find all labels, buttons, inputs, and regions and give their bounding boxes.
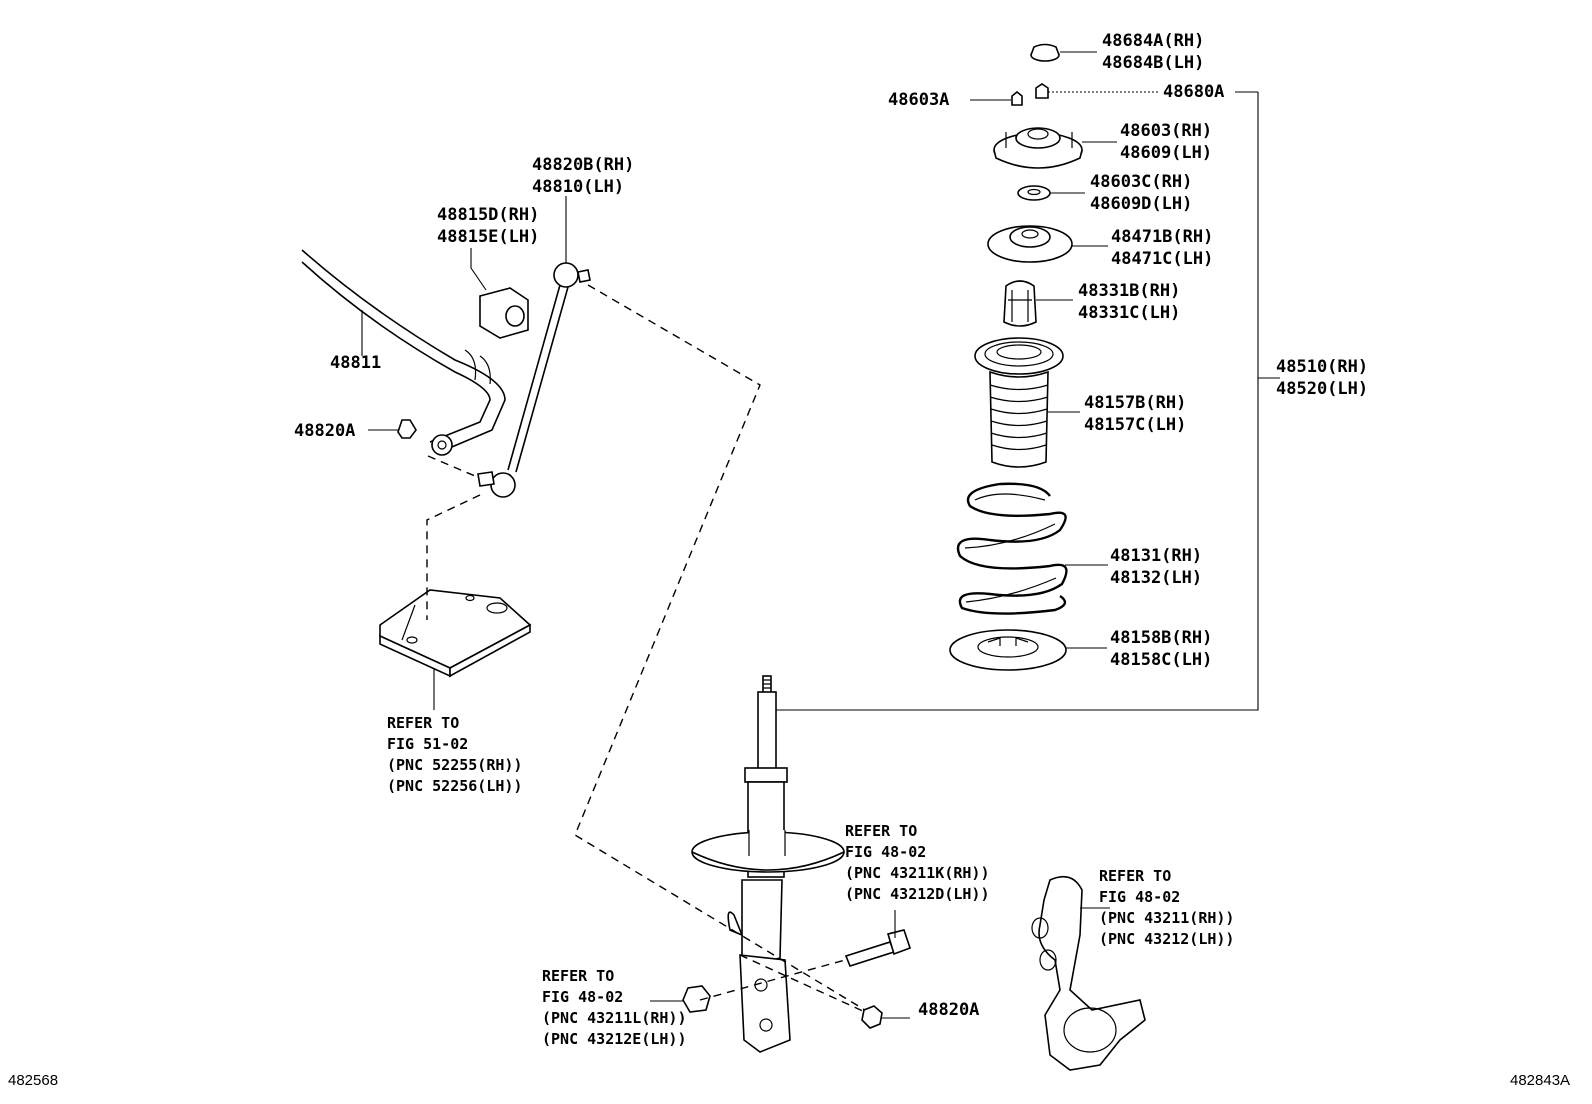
part-label-p48684-1: 48684B(LH)	[1102, 53, 1204, 73]
steering-knuckle	[1031, 875, 1146, 1071]
reference-note-ref4802b-2: (PNC 43211(RH))	[1099, 909, 1234, 927]
part-label-p48680a-0: 48680A	[1163, 82, 1224, 102]
part-label-p48820b-0: 48820B(RH)	[532, 155, 634, 175]
stabilizer-bar-48811	[301, 249, 506, 453]
part-label-p48603-1: 48609(LH)	[1120, 143, 1212, 163]
part-label-p48131-1: 48132(LH)	[1110, 568, 1202, 588]
part-label-p48331-1: 48331C(LH)	[1078, 303, 1180, 323]
part-label-p48820b-1: 48810(LH)	[532, 177, 624, 197]
part-label-p48158-1: 48158C(LH)	[1110, 650, 1212, 670]
part-label-p48820a_l-0: 48820A	[294, 421, 355, 441]
crossmember-bracket	[379, 589, 532, 678]
part-label-p48510-0: 48510(RH)	[1276, 357, 1368, 377]
part-label-p48811-0: 48811	[330, 353, 381, 373]
part-label-p48157-0: 48157B(RH)	[1084, 393, 1186, 413]
nut-48603a	[1011, 90, 1023, 106]
part-label-p48331-0: 48331B(RH)	[1078, 281, 1180, 301]
part-label-p48603-0: 48603(RH)	[1120, 121, 1212, 141]
nut-48820a-left	[397, 419, 417, 439]
diagram-code-right: 482843A	[1510, 1072, 1570, 1089]
coil-spring-48131	[956, 482, 1068, 615]
reference-note-ref4802c-2: (PNC 43211L(RH))	[542, 1009, 687, 1027]
part-label-p48684-0: 48684A(RH)	[1102, 31, 1204, 51]
shock-absorber-48510	[691, 675, 845, 1053]
diagram-code-left: 482568	[8, 1072, 58, 1089]
part-label-p48471-0: 48471B(RH)	[1111, 227, 1213, 247]
reference-note-ref4802a-2: (PNC 43211K(RH))	[845, 864, 990, 882]
reference-note-ref4802a-0: REFER TO	[845, 822, 917, 840]
lower-insulator-48158	[949, 629, 1067, 671]
part-label-p48603c-1: 48609D(LH)	[1090, 194, 1192, 214]
stabilizer-link-48820b	[477, 262, 591, 498]
reference-note-ref5102-0: REFER TO	[387, 714, 459, 732]
bumper-48331	[1003, 280, 1037, 327]
part-label-p48471-1: 48471C(LH)	[1111, 249, 1213, 269]
part-label-p48158-0: 48158B(RH)	[1110, 628, 1212, 648]
reference-note-ref4802c-0: REFER TO	[542, 967, 614, 985]
part-label-p48820a_b-0: 48820A	[918, 1000, 979, 1020]
part-label-p48131-0: 48131(RH)	[1110, 546, 1202, 566]
part-label-p48157-1: 48157C(LH)	[1084, 415, 1186, 435]
nut-43211l	[682, 985, 711, 1013]
reference-note-ref4802b-3: (PNC 43212(LH))	[1099, 930, 1234, 948]
bearing-48471	[987, 225, 1073, 263]
stabilizer-end-bracket	[431, 434, 453, 456]
washer-48603c	[1017, 185, 1051, 201]
reference-note-ref4802c-1: FIG 48-02	[542, 988, 623, 1006]
part-label-p48815-0: 48815D(RH)	[437, 205, 539, 225]
reference-note-ref5102-1: FIG 51-02	[387, 735, 468, 753]
nut-48680a	[1035, 83, 1049, 99]
reference-note-ref5102-3: (PNC 52256(LH))	[387, 777, 522, 795]
upper-support-48603	[993, 127, 1083, 169]
part-label-p48603a-0: 48603A	[888, 90, 949, 110]
part-label-p48815-1: 48815E(LH)	[437, 227, 539, 247]
boot-48157	[974, 337, 1064, 468]
dust-cap-48684	[1030, 43, 1060, 62]
reference-note-ref4802a-1: FIG 48-02	[845, 843, 926, 861]
reference-note-ref4802b-1: FIG 48-02	[1099, 888, 1180, 906]
reference-note-ref4802b-0: REFER TO	[1099, 867, 1171, 885]
part-label-p48603c-0: 48603C(RH)	[1090, 172, 1192, 192]
bolt-43211k	[844, 929, 912, 967]
reference-note-ref4802c-3: (PNC 43212E(LH))	[542, 1030, 687, 1048]
reference-note-ref4802a-3: (PNC 43212D(LH))	[845, 885, 990, 903]
bushing-48815	[479, 287, 529, 339]
part-label-p48510-1: 48520(LH)	[1276, 379, 1368, 399]
reference-note-ref5102-2: (PNC 52255(RH))	[387, 756, 522, 774]
